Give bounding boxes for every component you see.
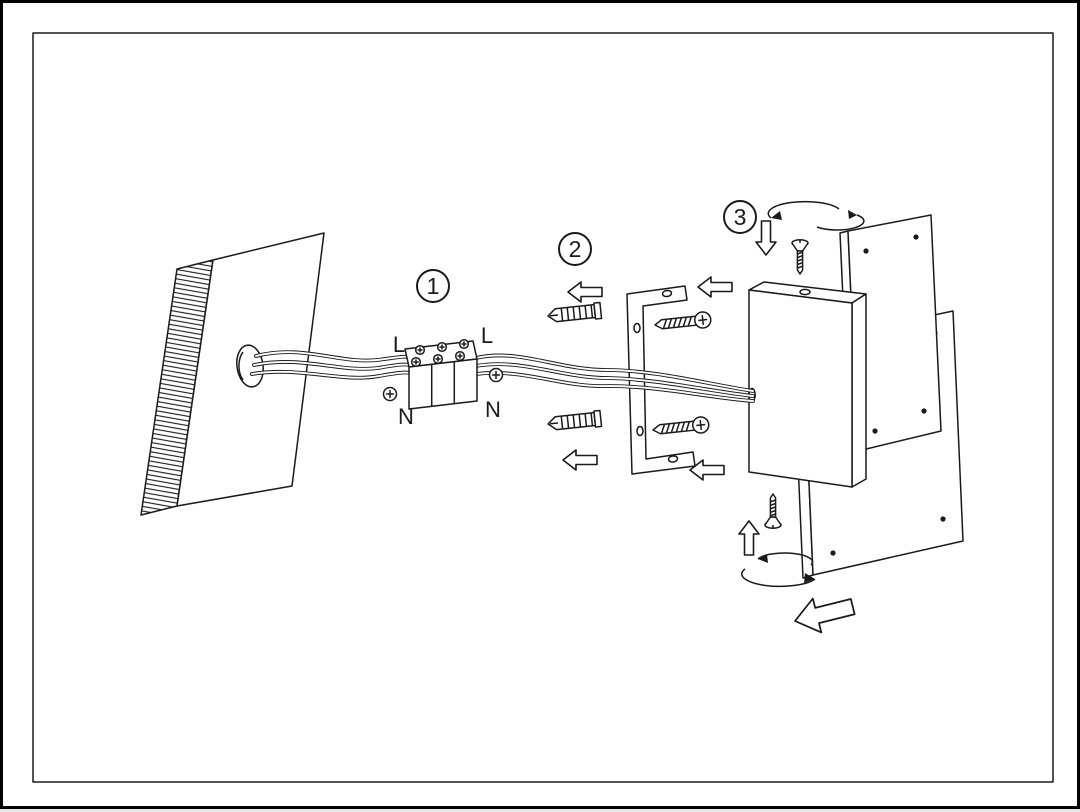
step-3-badge: 3 [723,200,757,234]
step-1-badge: 1 [416,269,450,303]
terminal-screw [436,341,448,353]
bracket-flange-hole-top [661,289,673,298]
mounting-screw-lower [651,415,711,439]
cable-hole-depth [238,351,244,381]
wall-panel [140,232,325,516]
terminal-screw [454,350,466,362]
mounting-screw-upper [653,310,713,334]
mains-wires [250,350,755,403]
box-side-face [851,293,867,488]
rotate-arrow-top-icon [767,200,865,231]
push-arrow-left-lower-icon [562,449,598,471]
wire-clamp-screw-left [382,386,398,402]
fixing-screw-bottom [764,493,782,529]
terminal-screw [432,353,444,365]
mounting-bracket [626,285,696,475]
wire-clamp-screw-right [488,367,504,383]
terminal-block [404,338,478,410]
push-arrow-down-icon [755,220,777,256]
bracket-flange-hole-bottom [667,455,679,463]
step-2-badge: 2 [558,232,592,266]
neutral-label-left: N [398,404,414,429]
push-arrow-fixture-icon [789,588,858,639]
fixing-screw-top [791,239,809,275]
wall-plug-lower [546,409,603,433]
installation-diagram: L L N N 1 2 3 [32,32,1054,783]
box-top-screw-hole [799,288,811,296]
mounting-box [748,281,867,488]
bracket-wall-hole-bottom [636,425,644,437]
live-label-right: L [481,323,493,348]
wall-plug-upper [546,301,603,325]
step-3-number: 3 [734,204,747,230]
terminal-screw [458,338,470,350]
push-arrow-left-bracket-top-icon [697,276,733,298]
terminal-screw [410,356,422,368]
push-arrow-left-upper-icon [567,281,603,303]
terminal-screw [414,344,426,356]
push-arrow-up-icon [738,520,760,556]
rotate-arrow-bottom-icon [741,552,816,588]
neutral-label-right: N [485,397,501,422]
inner-border [32,32,1054,783]
bracket-wall-hole-top [633,322,641,334]
terminal-block-front [408,358,478,410]
live-label-left: L [393,332,405,357]
step-1-number: 1 [427,273,440,299]
step-2-number: 2 [569,236,582,262]
box-front-face [748,289,853,488]
